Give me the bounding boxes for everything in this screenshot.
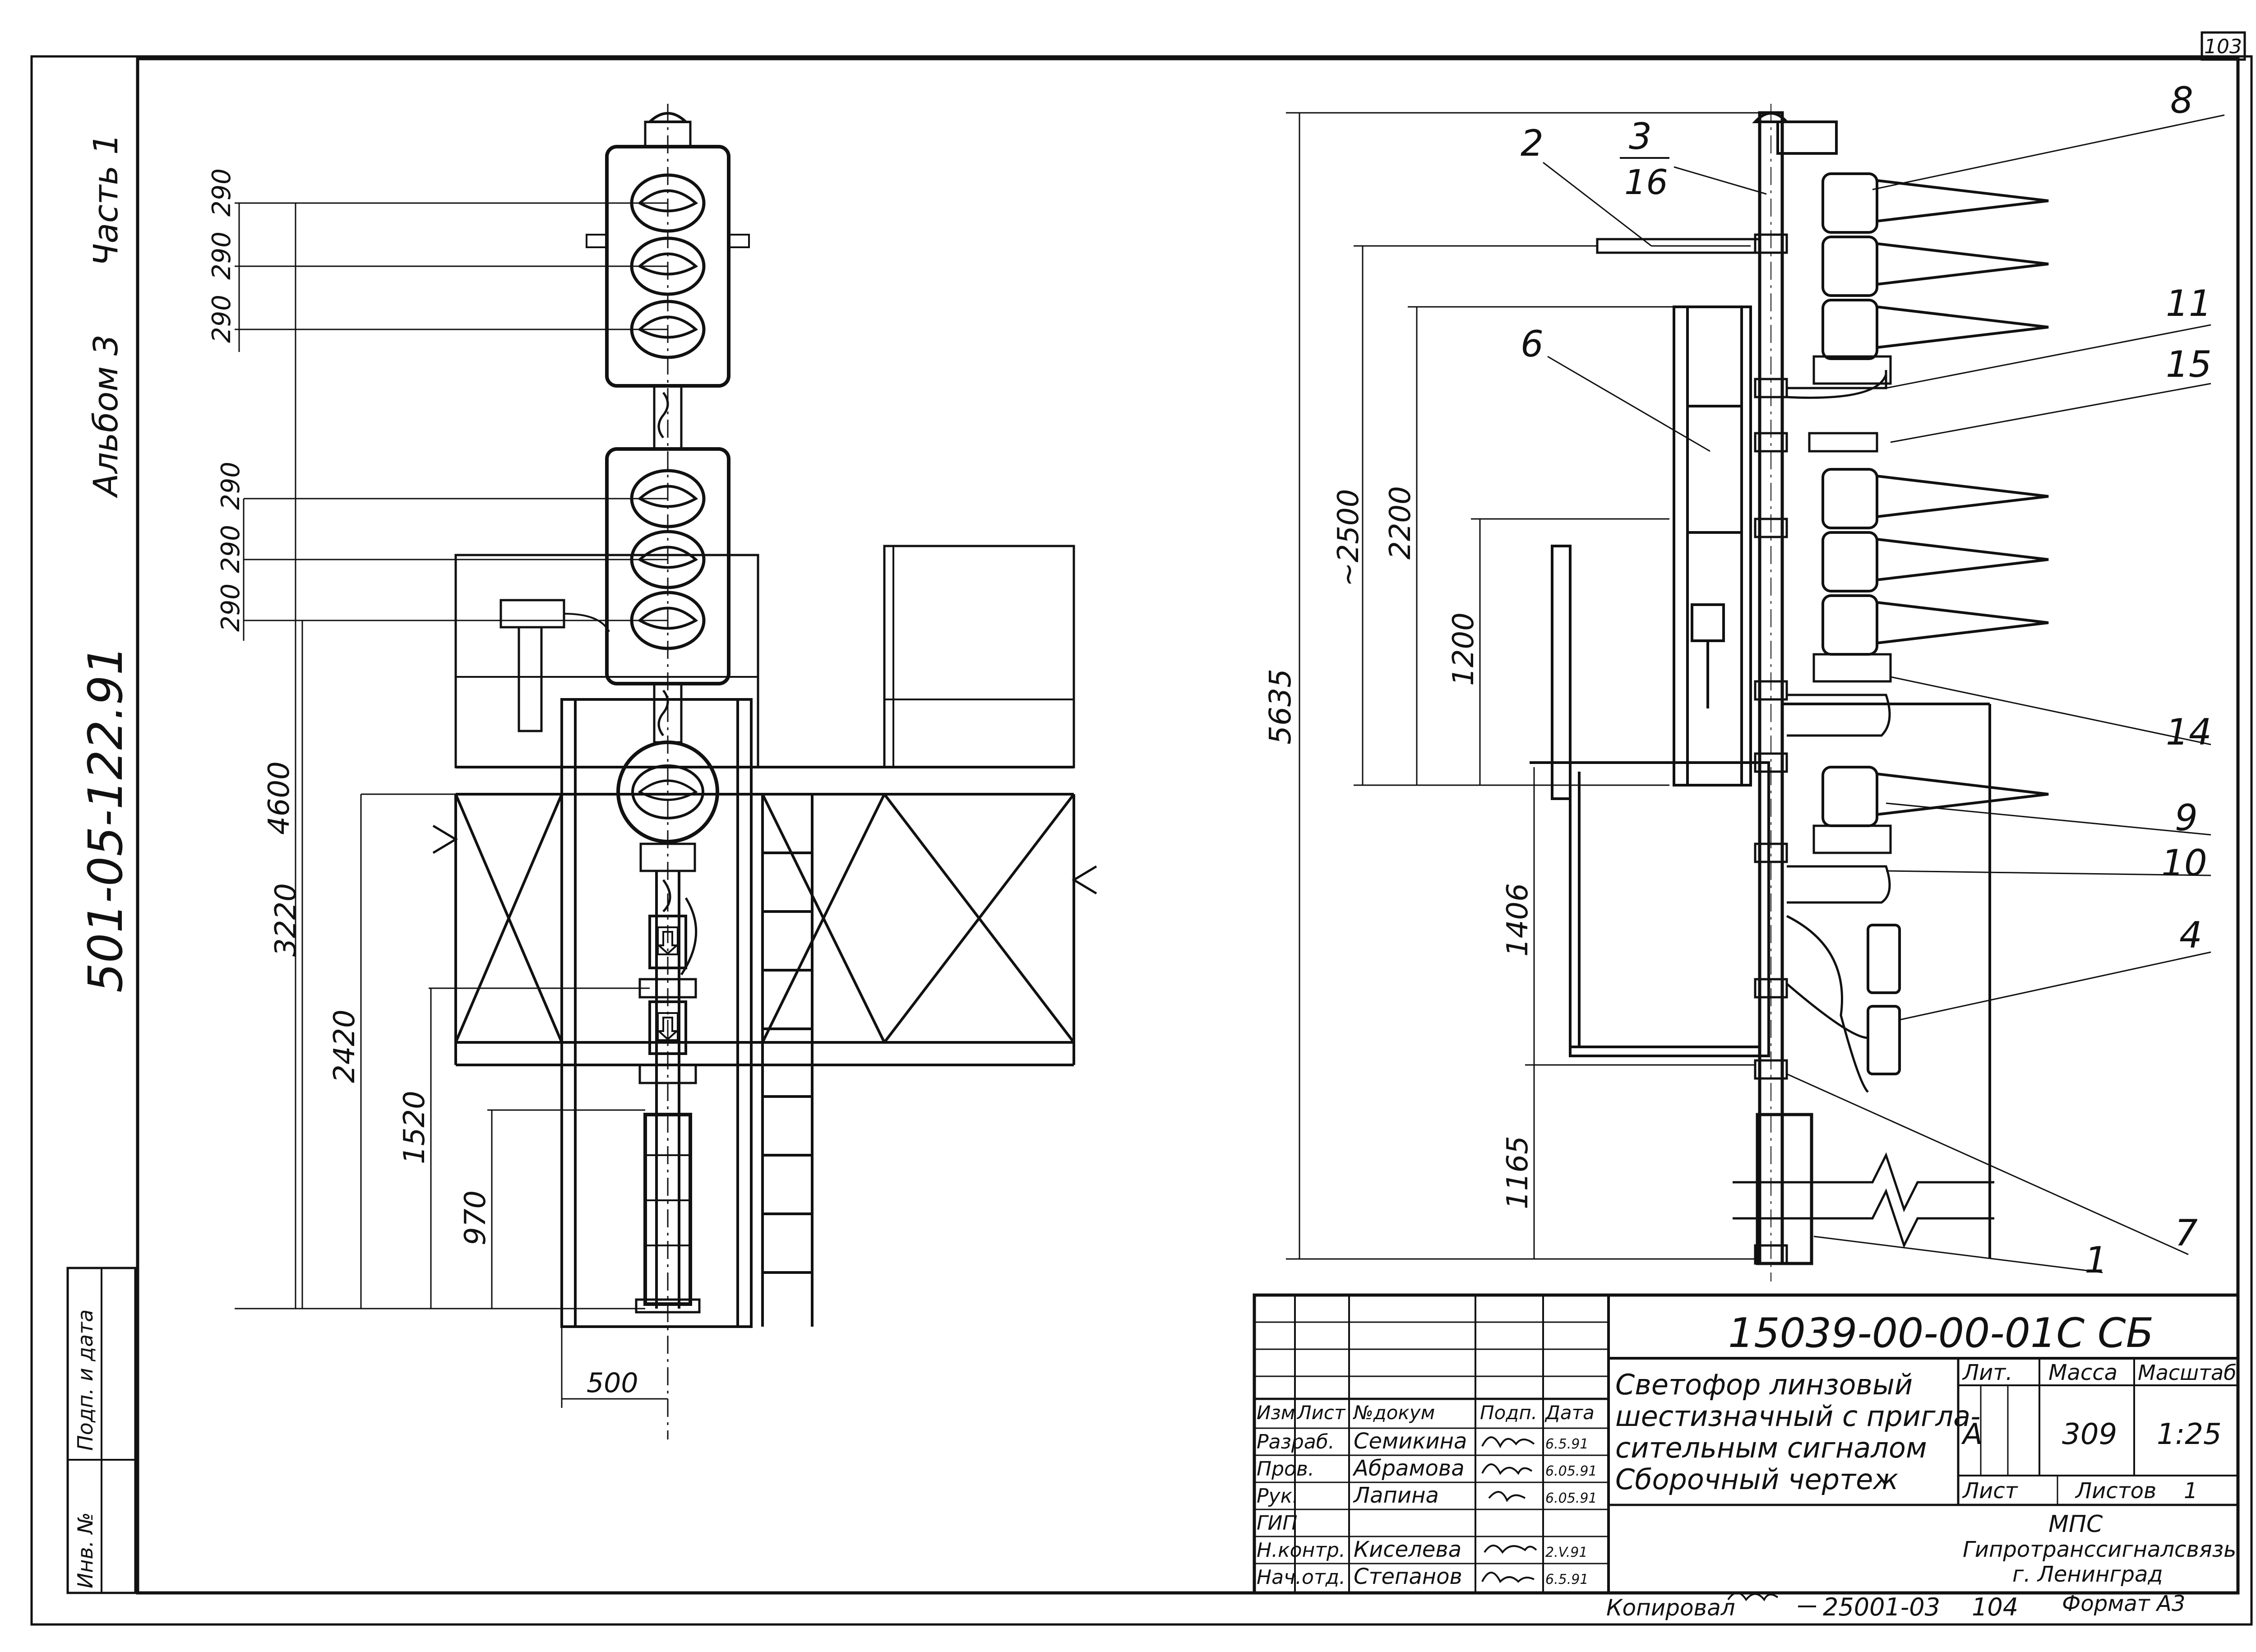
sign-date-label: Подп. и дата <box>73 1310 97 1451</box>
dim-4600: 4600 <box>263 761 296 835</box>
dim-970: 970 <box>459 1190 492 1245</box>
leader-9: 9 <box>2175 797 2198 839</box>
leader-8: 8 <box>2170 79 2193 121</box>
inner-frame <box>136 57 2240 1595</box>
dim-1200: 1200 <box>1447 612 1480 686</box>
mass-label: Масса <box>2048 1360 2117 1385</box>
row-date: 6.05.91 <box>1545 1490 1597 1506</box>
row-role: Н.контр. <box>1257 1539 1345 1562</box>
front-view: 290 290 290 290 290 290 4600 3220 2420 1… <box>207 104 1097 1439</box>
scale-value: 1:25 <box>2157 1418 2222 1451</box>
copied-label: Копировал <box>1606 1595 1735 1621</box>
row-role: Рук. <box>1257 1485 1299 1508</box>
side-platform <box>1530 305 1991 1259</box>
leader-10: 10 <box>2161 842 2207 884</box>
dim-2200: 2200 <box>1384 486 1417 560</box>
leader-11: 11 <box>2166 282 2212 324</box>
arrow-indicator-1 <box>648 915 687 969</box>
dim-290-b: 290 <box>207 168 236 217</box>
org-line-2: Гипротранссигналсвязь <box>1963 1537 2236 1562</box>
part-label: Часть 1 <box>87 134 125 266</box>
hdr-list: Лист <box>1296 1402 1346 1424</box>
dim-2500: ~2500 <box>1332 489 1365 587</box>
title-line-4: Сборочный чертеж <box>1615 1463 1898 1496</box>
doc-number: 15039-00-00-01С СБ <box>1728 1310 2154 1357</box>
front-dimensions <box>235 202 668 1408</box>
title-line-1: Светофор линзовый <box>1615 1368 1913 1401</box>
hdr-izm: Изм <box>1257 1402 1295 1424</box>
row-role: Разраб. <box>1257 1430 1335 1453</box>
format-label: Формат А3 <box>2062 1591 2185 1616</box>
leader-1: 1 <box>2085 1239 2108 1281</box>
lower-column <box>643 1113 692 1306</box>
dim-5635: 5635 <box>1263 669 1298 745</box>
leader-16: 16 <box>1624 162 1668 202</box>
dim-2420: 2420 <box>328 1009 361 1083</box>
copy-code: 25001-03 <box>1823 1593 1940 1621</box>
lit-value: А <box>1961 1418 1983 1451</box>
dim-290-f: 290 <box>216 583 245 632</box>
dim-290-e: 290 <box>216 462 245 510</box>
sheets-value: 1 <box>2184 1478 2198 1504</box>
side-view: 5635 ~2500 2200 1200 1406 1165 2 3 16 6 … <box>1263 79 2225 1282</box>
copy-page: 104 <box>1972 1593 2018 1621</box>
leader-4: 4 <box>2179 914 2202 956</box>
signatures <box>1481 1436 1537 1583</box>
dim-290-a: 290 <box>207 231 236 280</box>
side-signal-upper <box>1776 120 2049 453</box>
sheets-label: Листов <box>2075 1478 2156 1504</box>
org-line-1: МПС <box>2048 1511 2103 1538</box>
leader-6: 6 <box>1521 323 1544 365</box>
hdr-date: Дата <box>1544 1402 1595 1424</box>
leader-2: 2 <box>1521 122 1544 164</box>
leader-14: 14 <box>2166 711 2212 753</box>
copier-signature <box>1727 1592 1779 1601</box>
row-name: Лапина <box>1353 1483 1439 1508</box>
row-name: Степанов <box>1354 1564 1462 1589</box>
row-date: 2.V.91 <box>1545 1545 1587 1560</box>
sheet-label: Лист <box>1962 1478 2019 1504</box>
leader-3: 3 <box>1629 116 1652 157</box>
hdr-sign: Подп. <box>1480 1402 1537 1424</box>
row-name: Киселева <box>1354 1537 1461 1562</box>
bridge-structure <box>432 545 1097 1328</box>
dim-1406: 1406 <box>1501 883 1535 957</box>
invitation-signal <box>616 740 719 843</box>
row-role: Нач.отд. <box>1257 1566 1345 1589</box>
inv-label: Инв. № <box>73 1512 97 1588</box>
leader-15: 15 <box>2166 343 2212 385</box>
dim-500: 500 <box>587 1367 638 1399</box>
mass-value: 309 <box>2062 1418 2117 1451</box>
dim-290-c: 290 <box>207 295 236 343</box>
scale-label: Масштаб <box>2138 1360 2237 1385</box>
row-date: 6.05.91 <box>1545 1463 1597 1479</box>
dim-1520: 1520 <box>398 1091 431 1164</box>
page-number: 103 <box>2204 35 2242 58</box>
org-line-3: г. Ленинград <box>2012 1562 2163 1587</box>
row-role: Пров. <box>1257 1458 1314 1481</box>
leader-7: 7 <box>2175 1212 2198 1254</box>
row-date: 6.5.91 <box>1545 1436 1588 1452</box>
page-number-box <box>2201 31 2246 61</box>
title-block <box>1253 1293 2240 1595</box>
row-date: 6.5.91 <box>1545 1572 1588 1587</box>
dim-3220: 3220 <box>269 883 303 957</box>
dim-1165: 1165 <box>1501 1136 1535 1209</box>
album-label: Альбом 3 <box>87 334 125 498</box>
row-name: Семикина <box>1354 1429 1467 1454</box>
title-line-3: сительным сигналом <box>1615 1431 1927 1464</box>
side-signal-lower <box>1786 468 2049 1093</box>
outer-frame <box>30 55 2253 1626</box>
side-stamp: Инв. № Подп. и дата <box>66 1267 137 1594</box>
dim-290-d: 290 <box>216 525 245 573</box>
side-dimensions <box>1286 112 2225 1273</box>
row-role: ГИП <box>1257 1512 1298 1535</box>
project-code: 501-05-122.91 <box>78 645 133 993</box>
row-name: Абрамова <box>1352 1456 1465 1481</box>
arrow-indicator-2 <box>648 1000 687 1055</box>
hdr-doc: №докум <box>1353 1402 1435 1424</box>
title-line-2: шестизначный с пригла- <box>1615 1400 1981 1433</box>
lit-label: Лит. <box>1962 1360 2013 1385</box>
